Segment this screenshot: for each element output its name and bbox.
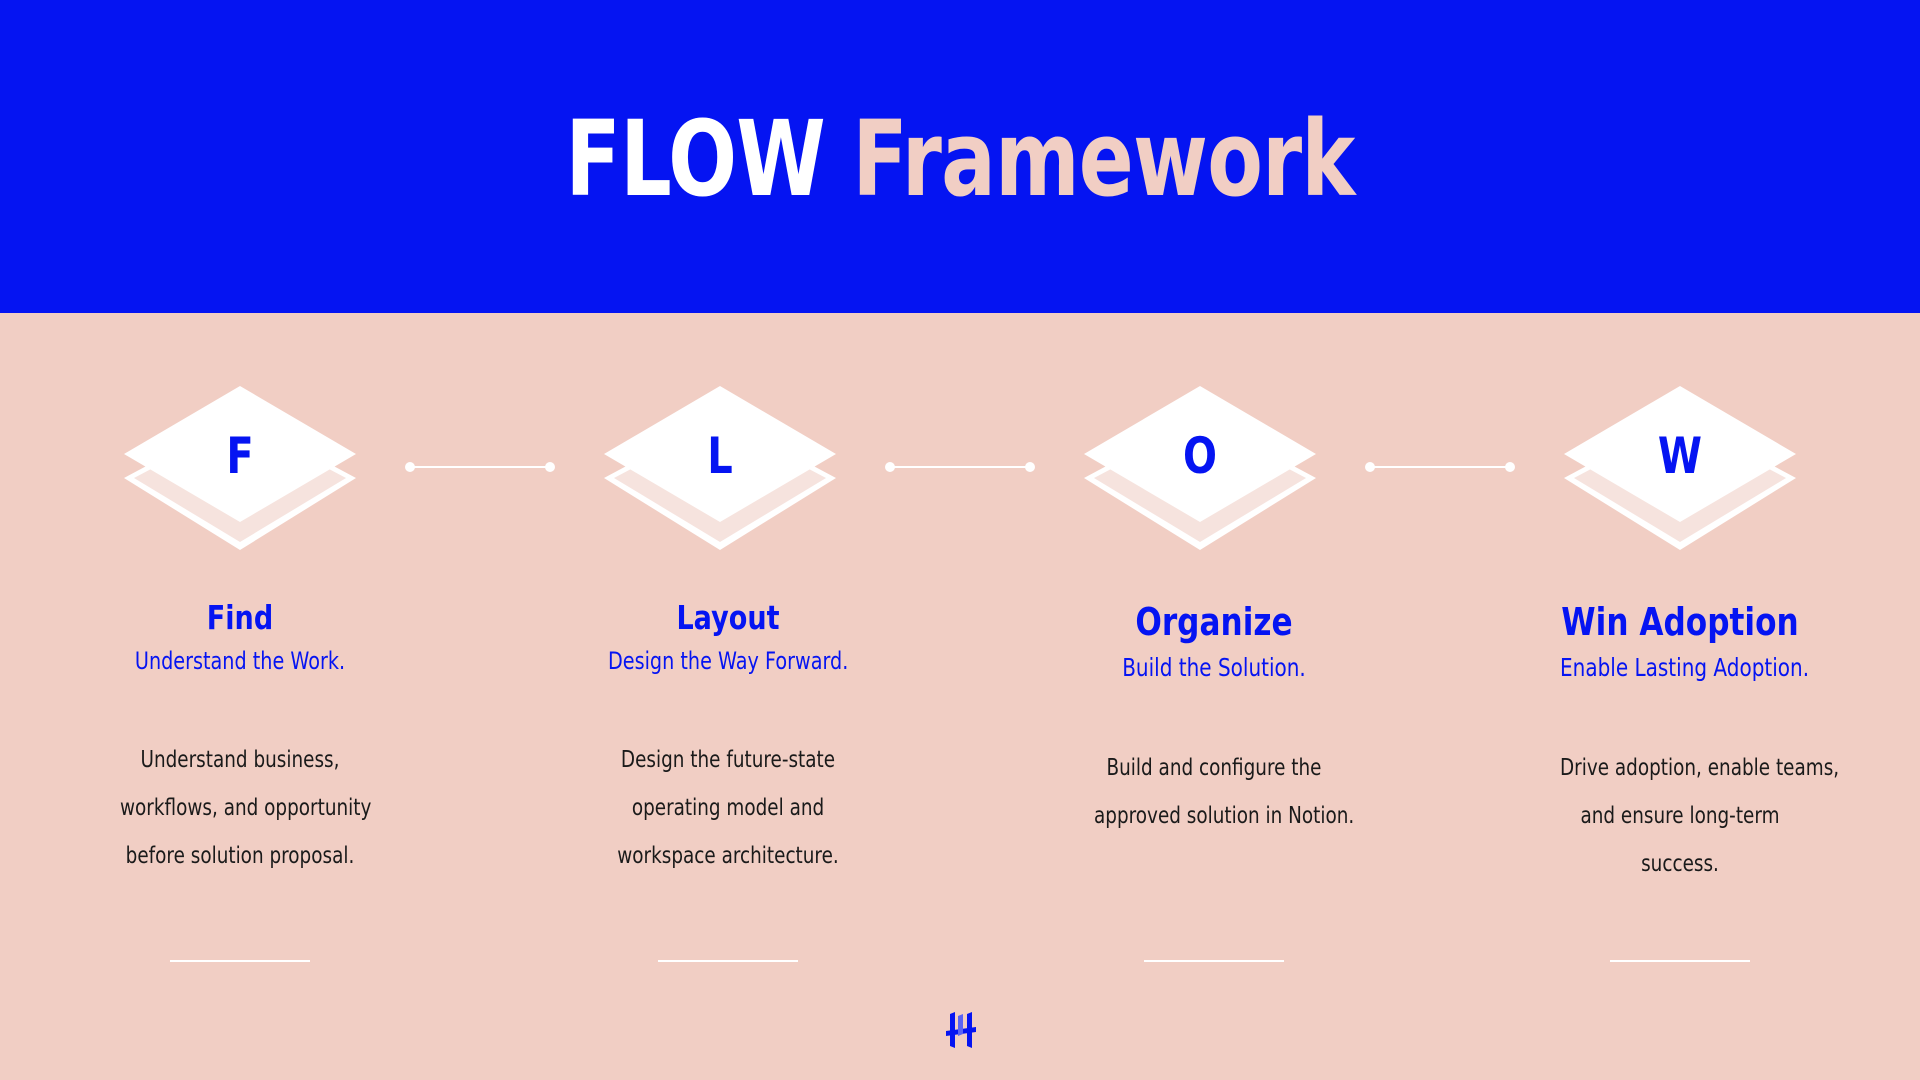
- step-tagline: Design the Way Forward.: [608, 647, 849, 675]
- step-column-win-adoption: Win Adoption Enable Lasting Adoption. Dr…: [1530, 594, 1840, 974]
- divider: [1144, 960, 1284, 962]
- connector-line-2: [885, 462, 1035, 472]
- step-letter: L: [707, 427, 733, 485]
- divider: [658, 960, 798, 962]
- hh-monogram-icon: [946, 1012, 976, 1048]
- step-description-line: Drive adoption, enable teams,: [1560, 755, 1840, 781]
- step-column-find: Find Understand the Work. Understand bus…: [90, 592, 390, 972]
- step-tagline: Build the Solution.: [1122, 653, 1306, 682]
- page-title: FLOW Framework: [211, 94, 1709, 224]
- header-banner: [0, 0, 1920, 313]
- divider: [170, 960, 310, 962]
- step-description-line: workflows, and opportunity: [120, 795, 372, 821]
- diamond-shape-icon: [1084, 386, 1316, 550]
- step-letter: W: [1657, 427, 1703, 485]
- step-letter: O: [1182, 427, 1217, 485]
- step-tagline: Understand the Work.: [134, 647, 346, 675]
- diamond-o: O: [1084, 386, 1316, 552]
- step-description-line: and ensure long-term: [1580, 803, 1780, 829]
- diamond-shape-icon: [604, 386, 836, 550]
- title-flow: FLOW: [565, 98, 825, 220]
- step-name: Find: [206, 598, 274, 637]
- step-tagline: Enable Lasting Adoption.: [1560, 653, 1810, 682]
- diamond-shape-icon: [124, 386, 356, 550]
- step-description-line: workspace architecture.: [617, 843, 839, 869]
- diamond-w: W: [1564, 386, 1796, 552]
- title-framework: Framework: [852, 98, 1355, 220]
- step-column-organize: Organize Build the Solution. Build and c…: [1064, 594, 1364, 974]
- step-letter: F: [226, 427, 254, 485]
- connector-line-3: [1365, 462, 1515, 472]
- step-column-layout: Layout Design the Way Forward. Design th…: [578, 592, 878, 972]
- diamond-shape-icon: [1564, 386, 1796, 550]
- divider: [1610, 960, 1750, 962]
- diamond-l: L: [604, 386, 836, 552]
- step-name: Win Adoption: [1561, 600, 1799, 644]
- step-description-line: success.: [1641, 851, 1719, 877]
- diamond-f: F: [124, 386, 356, 552]
- step-description-line: Build and configure the: [1106, 755, 1322, 781]
- step-description-line: Design the future-state: [620, 747, 836, 773]
- step-description-line: approved solution in Notion.: [1094, 803, 1355, 829]
- step-name: Layout: [676, 598, 780, 637]
- step-name: Organize: [1135, 600, 1293, 644]
- step-description-line: operating model and: [631, 795, 825, 821]
- step-description-line: before solution proposal.: [125, 843, 355, 869]
- connector-line-1: [405, 462, 555, 472]
- step-description-line: Understand business,: [140, 747, 340, 773]
